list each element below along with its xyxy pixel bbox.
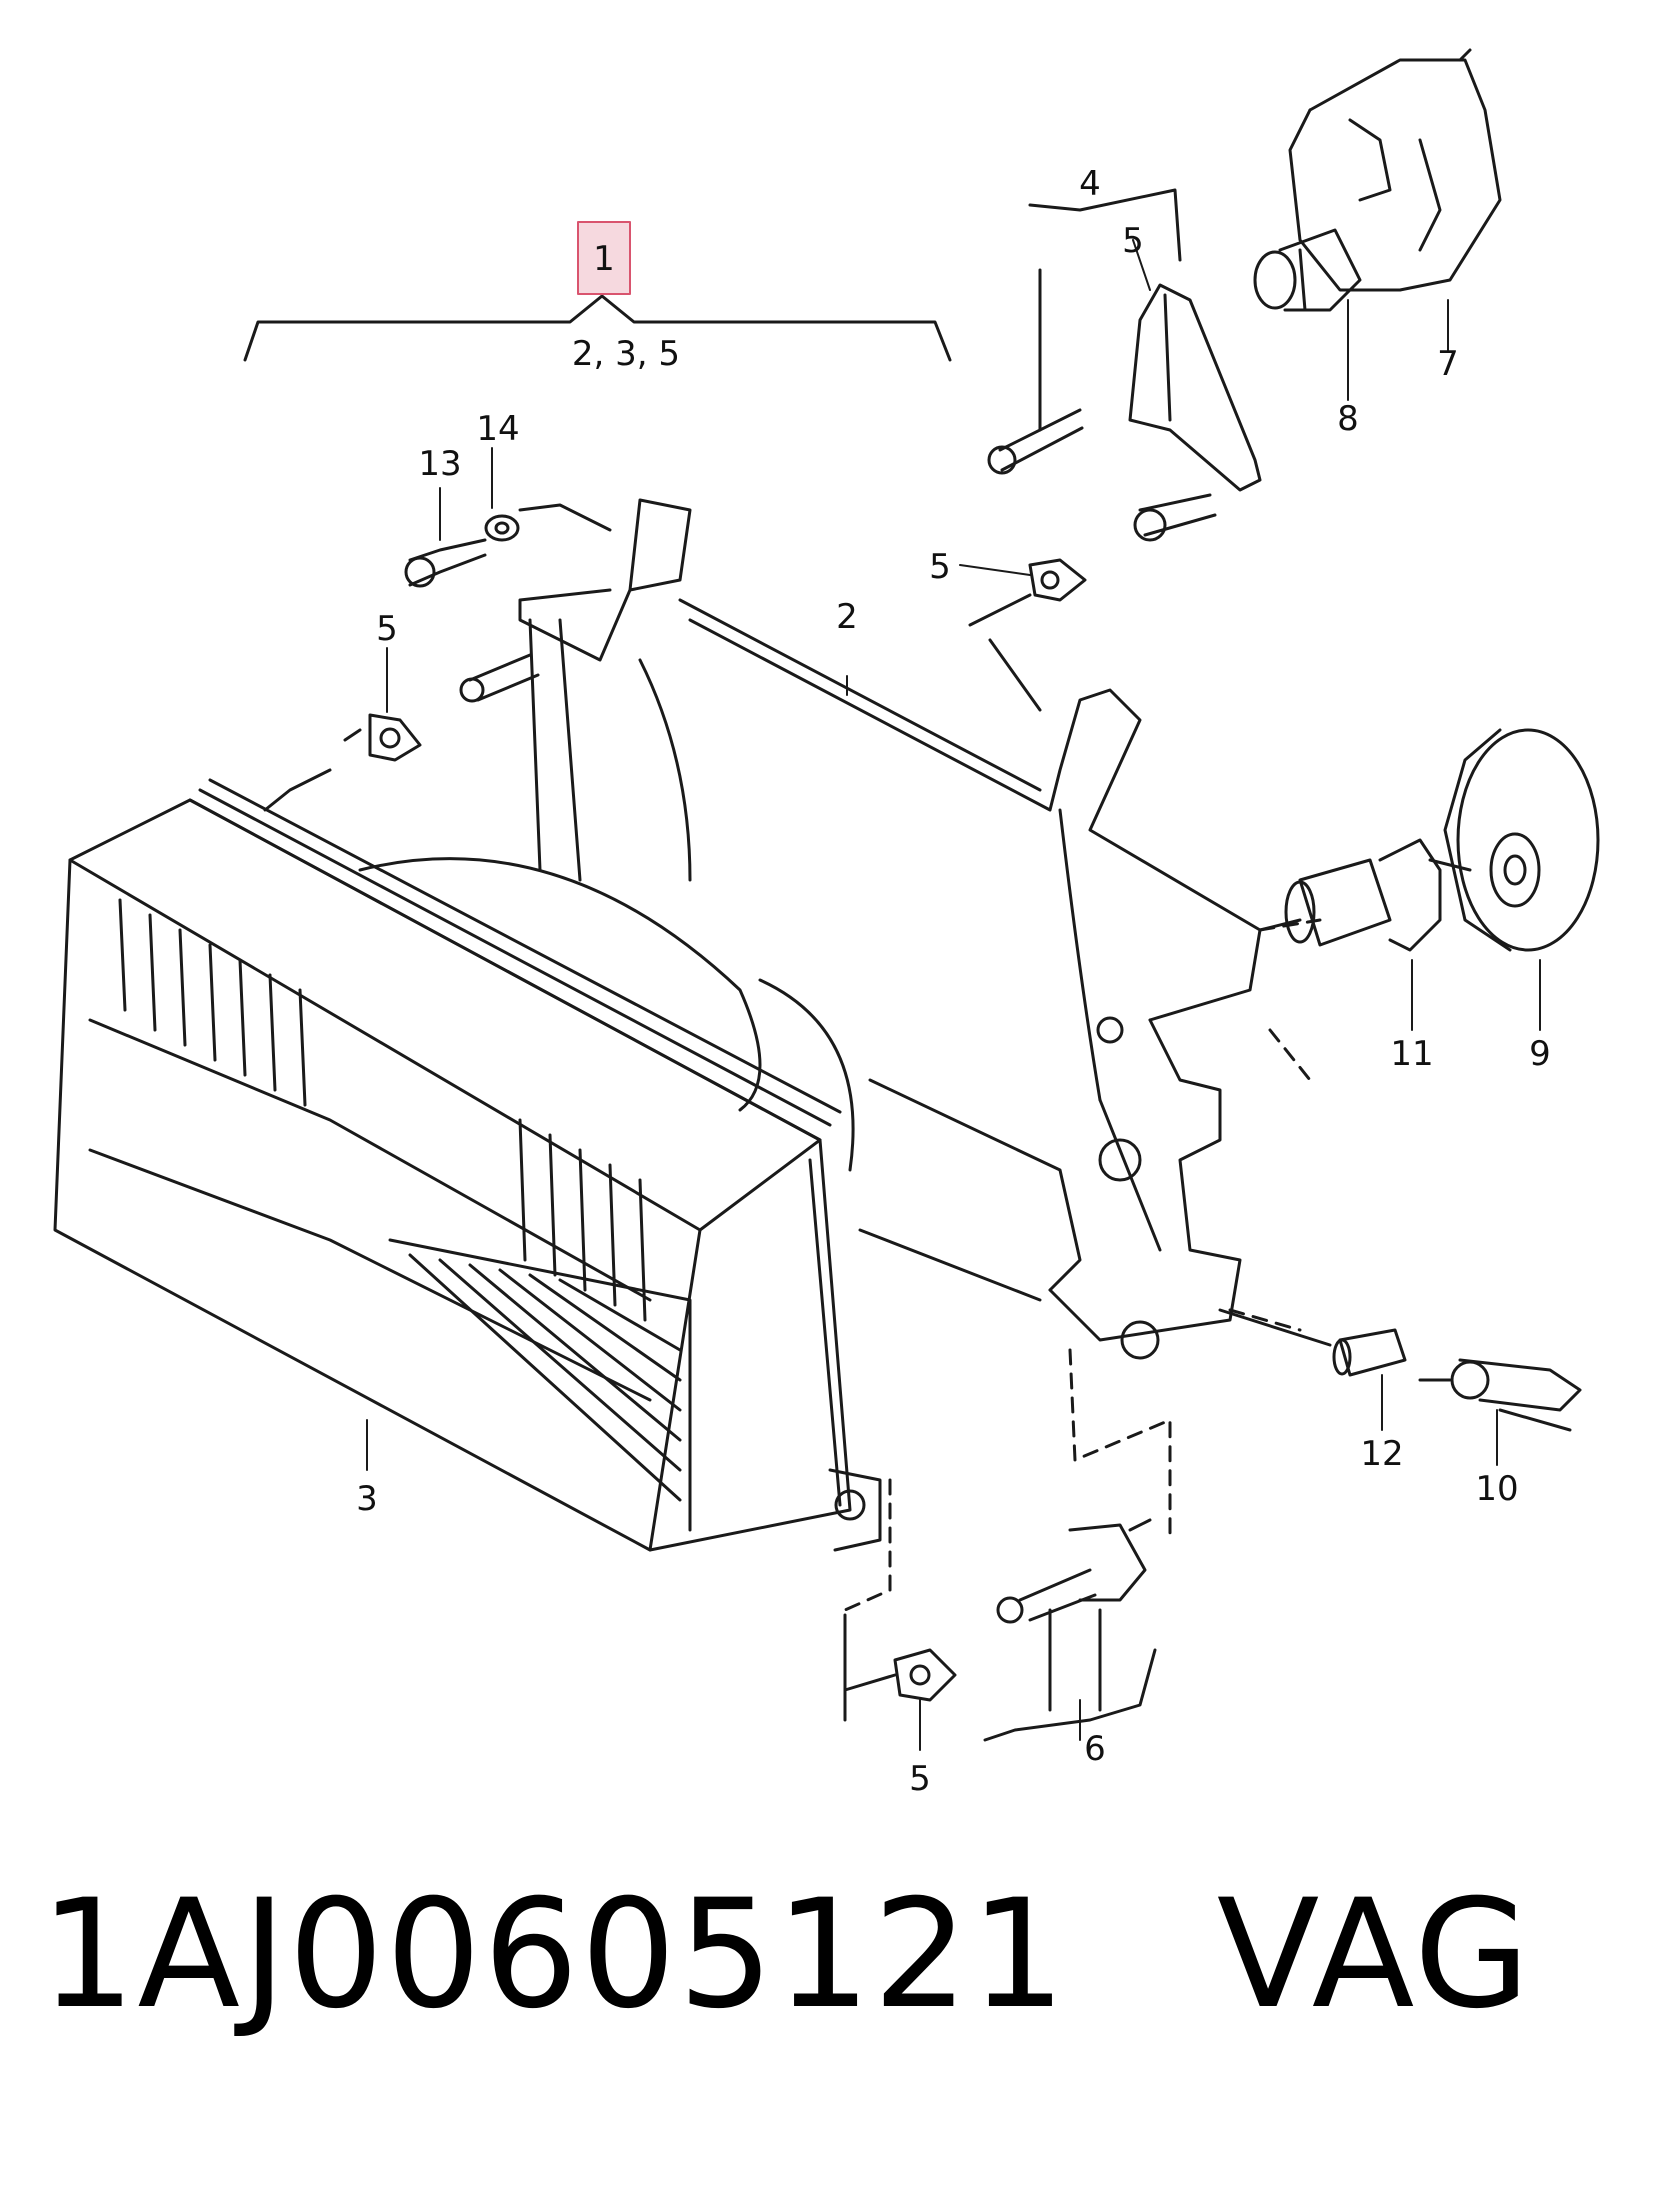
callout-holder: 10 [1475,1469,1518,1509]
stud-left [263,653,540,812]
clip-mid-right [968,558,1087,712]
screw-13 [404,538,487,588]
callout-frame: 2 [836,597,858,637]
assembly-bracket [243,294,952,362]
motor-7 [1288,48,1502,292]
headlamp-housing [53,778,882,1552]
callout-cap: 9 [1529,1034,1551,1074]
screw-group-4 [987,188,1262,542]
callout-clip-mid-right: 5 [929,547,951,587]
callout-assembly: 1 [593,239,615,279]
exploded-headlamp-diagram: 1 2, 3, 5 2 3 4 5 5 5 5 6 7 8 9 10 11 12… [53,48,1600,1799]
motor-connector-8 [1253,228,1362,312]
highlight-box [577,221,631,295]
callout-bulb-small: 12 [1360,1434,1403,1474]
part-number-caption: 1AJ00605121 VAG [40,1868,1533,2042]
callout-headlamp: 3 [356,1479,378,1519]
adjuster-screw-6 [983,1518,1157,1742]
callout-motor: 7 [1437,344,1459,384]
clip-bottom [843,1613,957,1722]
bulb-h4-11 [1258,838,1472,952]
holder-10 [1418,1358,1582,1432]
callout-leaders [366,239,1541,1751]
callout-clip-upper-right: 5 [1122,221,1144,261]
callout-clip-bottom: 5 [909,1759,931,1799]
callout-clip-left: 5 [376,609,398,649]
callout-screw: 13 [418,444,461,484]
frame-bracket [518,498,1262,1360]
washer-14 [484,503,612,542]
callout-assembly-includes: 2, 3, 5 [572,334,680,374]
callout-bulb-h4: 11 [1390,1034,1433,1074]
bulb-small-12 [1218,1308,1407,1377]
callout-adjuster-screw: 6 [1084,1729,1106,1769]
callout-washer: 14 [476,409,519,449]
mounting-leaders [843,918,1322,1612]
clip-left [343,713,422,762]
callout-screw-group: 4 [1079,164,1101,204]
cap-9 [1443,728,1600,952]
callout-motor-connector: 8 [1337,399,1359,439]
